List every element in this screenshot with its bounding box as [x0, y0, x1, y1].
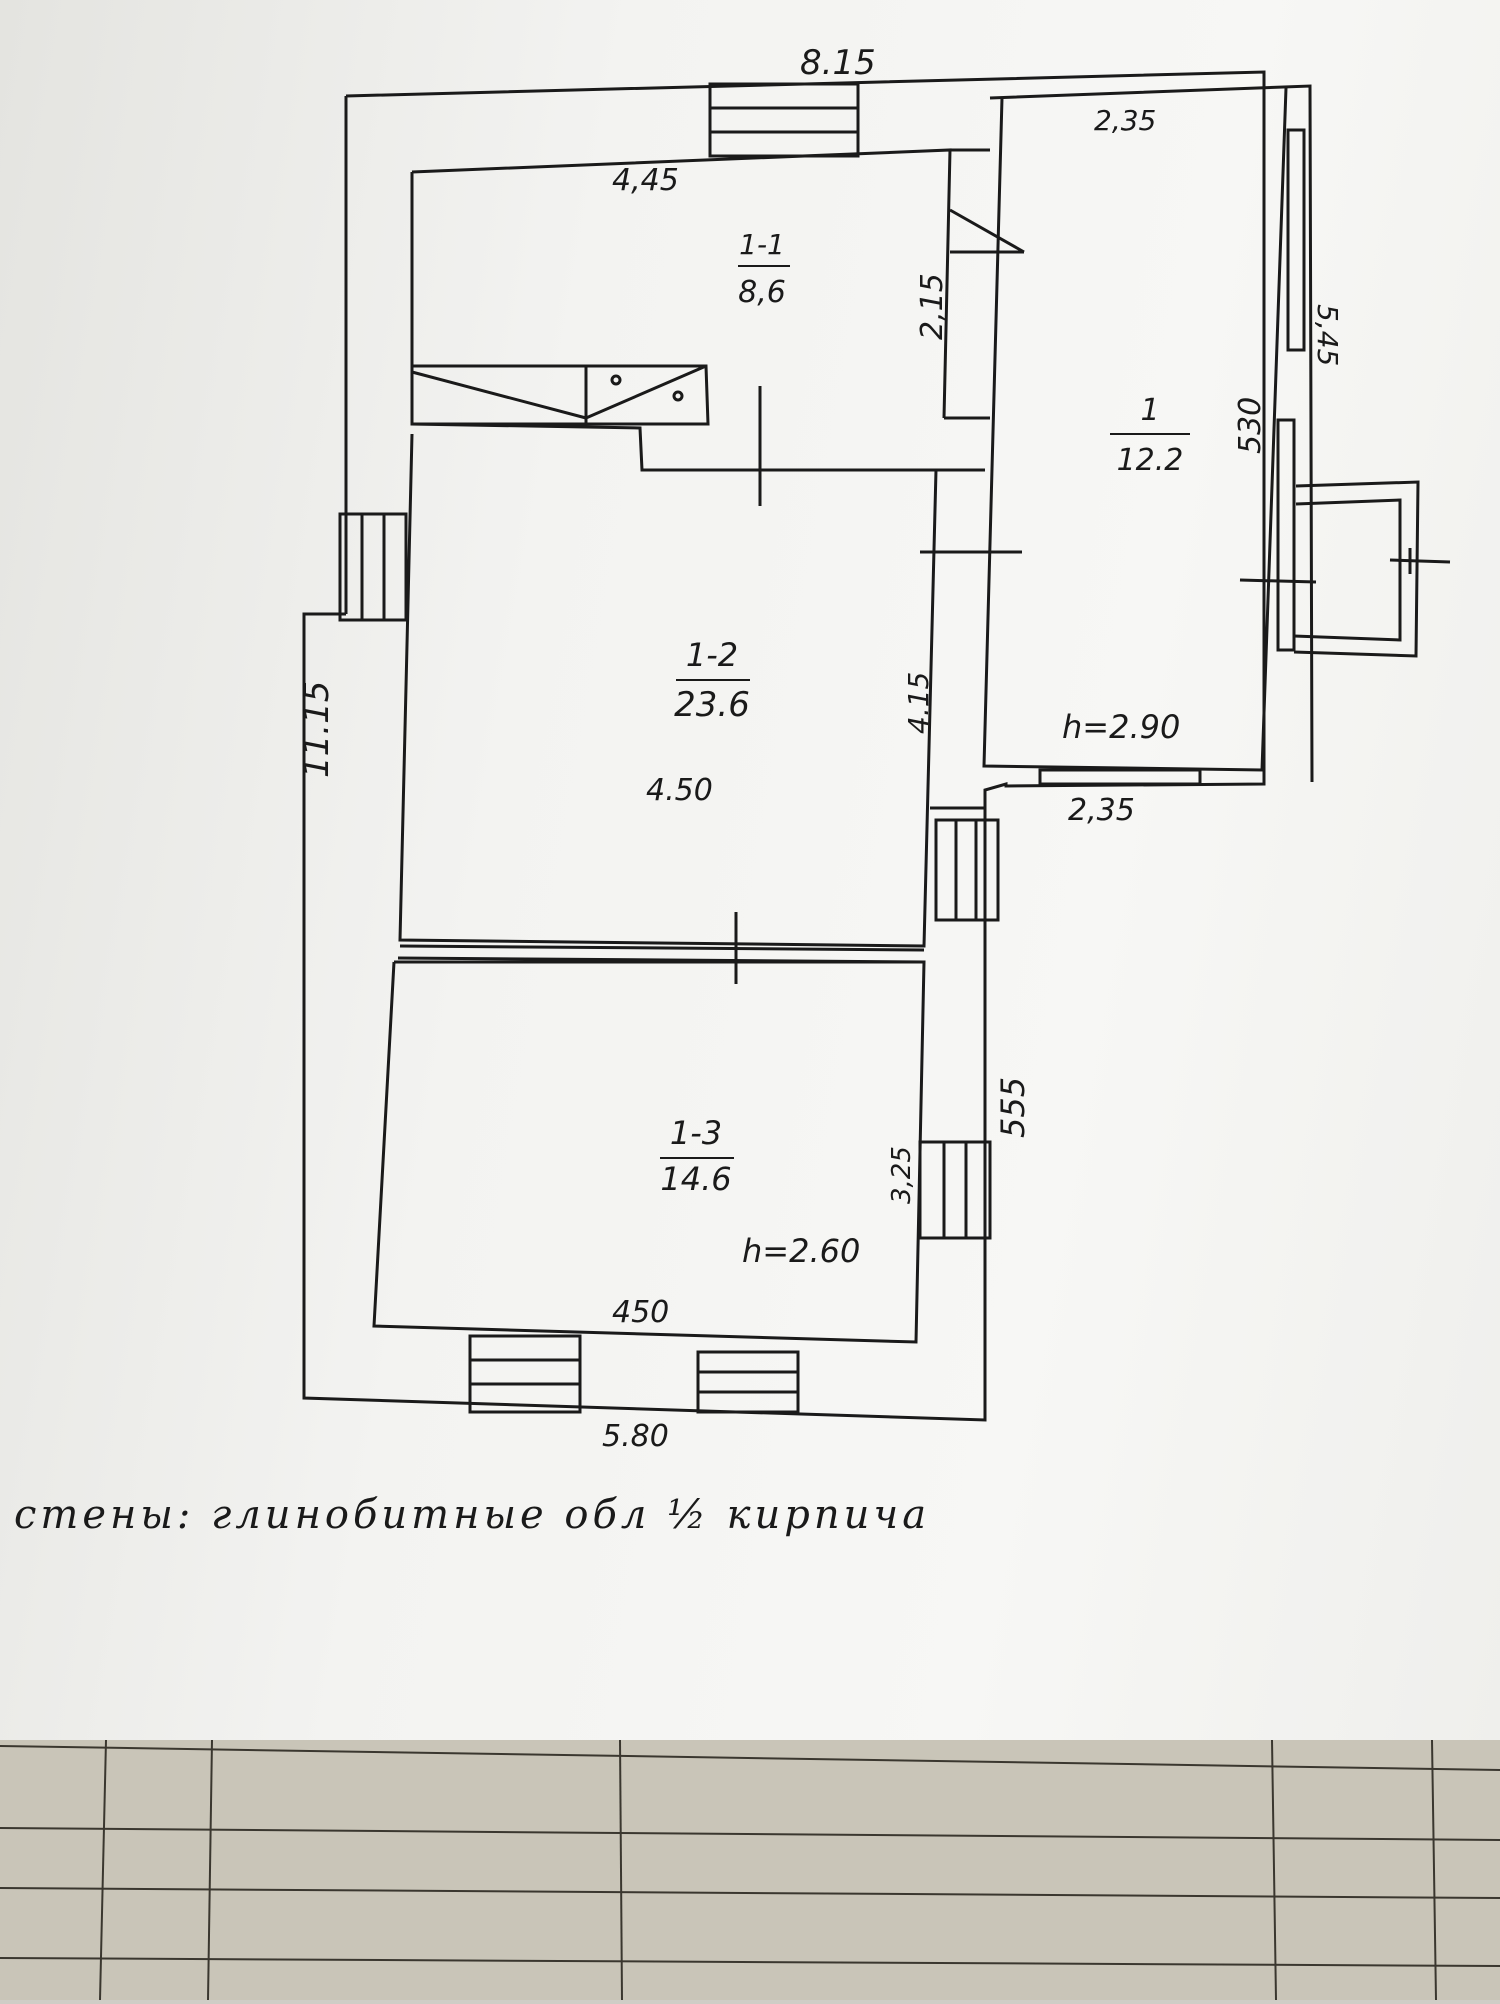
room-label-1-3: 1-3 14.6 [660, 1114, 734, 1198]
room-1-walls [982, 87, 1288, 772]
stove [410, 364, 710, 426]
paper-sheet [0, 0, 1500, 1745]
dim-left-overall: 11.15 [297, 681, 337, 778]
ledger-grid [0, 1739, 1500, 2001]
room-id: 1-3 [670, 1114, 722, 1152]
room-label-1-1: 1-1 8,6 [738, 228, 790, 310]
room-id: 1 [1140, 393, 1159, 428]
dim-room-1-bottom: 2,35 [1068, 793, 1135, 828]
room-id: 1-2 [686, 636, 738, 674]
windows [338, 82, 1306, 1414]
dim-top-overall: 8.15 [800, 43, 876, 83]
dim-room-1-1-height: 2,15 [915, 273, 950, 340]
room-area: 12.2 [1117, 443, 1184, 478]
wall-material-note: стены: глинобитные обл ½ кирпича [14, 1492, 931, 1538]
dim-room-1-3-width: 450 [612, 1295, 669, 1330]
dim-room-1-height: 530 [1233, 397, 1268, 454]
dim-room-1-1-width: 4,45 [612, 163, 679, 198]
dim-right-wall-lower: 555 [994, 1077, 1032, 1138]
partition-wall [397, 944, 925, 964]
room-1-3-walls [372, 960, 926, 1344]
corridor-walls [930, 148, 990, 810]
height-annex: h=2.90 [1062, 708, 1180, 746]
door-marks [734, 208, 1317, 984]
room-label-1-2: 1-2 23.6 [674, 636, 750, 725]
porch [1293, 480, 1420, 658]
ledger-sheet [0, 1739, 1500, 2001]
dim-bottom-overall: 5.80 [602, 1419, 669, 1454]
floor-plan: 8.15 11.15 5.80 4,45 2,15 2,35 5,45 530 … [297, 43, 1451, 1454]
room-area: 23.6 [674, 685, 750, 725]
room-area: 14.6 [660, 1160, 731, 1198]
height-main: h=2.60 [742, 1232, 860, 1270]
dim-room-1-2-width: 4.50 [646, 773, 713, 808]
room-area: 8,6 [738, 275, 786, 310]
room-1-2-walls [398, 433, 938, 948]
dim-room-1-top: 2,35 [1094, 104, 1156, 137]
dim-room-1-3-height: 3,25 [887, 1146, 917, 1204]
dim-room-1-2-height: 4.15 [902, 672, 935, 734]
main-outer-wall [302, 70, 1266, 1422]
room-label-1: 1 12.2 [1110, 393, 1190, 478]
room-1-1-walls [410, 148, 952, 472]
annex-outer-wall [989, 84, 1314, 783]
dim-room-1-right-outer: 5,45 [1311, 304, 1344, 366]
room-id: 1-1 [739, 228, 785, 261]
